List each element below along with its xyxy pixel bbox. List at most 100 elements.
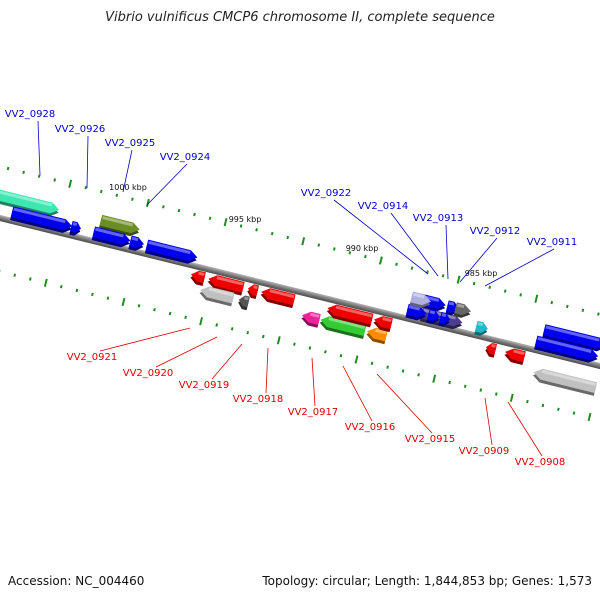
- gene-label-VV2_0913: VV2_0913: [413, 213, 464, 224]
- gene-VV2_0925: [98, 214, 140, 237]
- label-leader: [376, 373, 433, 434]
- tick-mark: [239, 224, 243, 228]
- label-leader: [155, 336, 218, 368]
- gene-label-VV2_0916: VV2_0916: [345, 422, 396, 433]
- gene-label-VV2_0912: VV2_0912: [470, 226, 521, 237]
- gene-feature: [247, 284, 260, 300]
- gene-feature: [409, 291, 432, 309]
- gene-feature: [532, 368, 598, 396]
- gene-label-VV2_0917: VV2_0917: [288, 407, 339, 418]
- tick-mark: [395, 262, 398, 266]
- label-leader: [146, 163, 188, 206]
- tick-mark: [22, 170, 25, 174]
- tick-mark: [410, 266, 414, 270]
- gene-label-VV2_0919: VV2_0919: [179, 380, 230, 391]
- tick-mark: [223, 217, 228, 227]
- scale-label: 985 kbp: [465, 269, 498, 278]
- tick-mark: [441, 274, 445, 278]
- tick-mark: [463, 384, 467, 388]
- tick-mark: [6, 166, 10, 171]
- gene-label-VV2_0911: VV2_0911: [527, 237, 578, 248]
- tick-mark: [255, 228, 258, 232]
- tick-mark: [115, 193, 119, 197]
- tick-mark: [448, 380, 452, 385]
- gene-feature: [438, 311, 451, 327]
- tick-mark: [208, 216, 212, 220]
- tick-mark: [28, 277, 32, 281]
- tick-mark: [534, 294, 539, 303]
- tick-mark: [581, 308, 585, 312]
- gene-feature: [91, 226, 131, 248]
- tick-mark: [270, 231, 274, 236]
- tick-mark: [91, 292, 94, 297]
- tick-mark: [75, 288, 79, 293]
- gene-label-VV2_0925: VV2_0925: [105, 138, 156, 149]
- tick-mark: [472, 281, 476, 286]
- tick-mark: [488, 285, 492, 289]
- tick-mark: [215, 323, 219, 327]
- label-leader: [311, 357, 316, 407]
- tick-mark: [370, 361, 374, 365]
- gene-VV2_0917: [301, 311, 321, 328]
- gene-features: [0, 187, 600, 396]
- label-leader: [99, 327, 191, 352]
- tick-mark: [417, 373, 420, 377]
- backbone-band: [0, 212, 600, 372]
- gene-labels: VV2_0928VV2_0926VV2_0925VV2_0924VV2_0922…: [5, 109, 578, 468]
- gene-label-VV2_0926: VV2_0926: [55, 124, 106, 135]
- tick-mark: [131, 197, 134, 201]
- label-leader: [507, 401, 543, 457]
- tick-mark: [354, 355, 359, 364]
- tick-mark: [168, 311, 172, 316]
- label-leader: [265, 347, 269, 394]
- tick-mark: [386, 365, 389, 369]
- gene-label-VV2_0924: VV2_0924: [160, 152, 211, 163]
- gene-feature: [128, 235, 144, 251]
- tick-mark: [153, 308, 156, 312]
- gene-feature: [190, 270, 206, 287]
- gene-label-VV2_0908: VV2_0908: [515, 457, 566, 468]
- label-leaders: [37, 120, 555, 457]
- tick-mark: [324, 350, 327, 354]
- gene-feature: [405, 303, 427, 321]
- gene-label-VV2_0909: VV2_0909: [459, 446, 510, 457]
- tick-mark: [59, 285, 63, 289]
- gene-label-VV2_0914: VV2_0914: [358, 201, 409, 212]
- tick-mark: [364, 254, 367, 259]
- gene-label-VV2_0918: VV2_0918: [233, 394, 284, 405]
- gene-label-VV2_0921: VV2_0921: [67, 352, 118, 363]
- tick-mark: [68, 179, 73, 188]
- scale-label: 1000 kbp: [109, 183, 147, 192]
- tick-mark: [378, 256, 383, 265]
- label-leader: [122, 149, 133, 193]
- backbone: [0, 212, 600, 372]
- tick-mark: [145, 198, 150, 208]
- gene-feature: [326, 304, 374, 328]
- gene-label-VV2_0920: VV2_0920: [123, 368, 174, 379]
- gene-VV2_0918: [260, 288, 296, 309]
- tick-mark: [193, 212, 196, 217]
- gene-feature: [373, 316, 393, 333]
- tick-mark: [137, 304, 141, 308]
- label-leader: [211, 343, 243, 380]
- tick-mark: [276, 336, 281, 345]
- gene-label-VV2_0928: VV2_0928: [5, 109, 56, 120]
- tick-mark: [509, 393, 514, 402]
- tick-mark: [557, 407, 560, 411]
- gene-VV2_0916: [319, 316, 367, 339]
- accession-text: Accession: NC_004460: [8, 574, 145, 588]
- tick-mark: [587, 412, 592, 422]
- tick-mark: [308, 346, 312, 350]
- tick-mark: [230, 327, 234, 331]
- tick-mark: [99, 189, 103, 194]
- label-leader: [390, 212, 439, 277]
- tick-mark: [13, 273, 17, 277]
- tick-mark: [401, 369, 405, 373]
- gene-VV2_0915: [366, 327, 388, 345]
- tick-mark: [37, 174, 41, 178]
- sequence-summary: Topology: circular; Length: 1,844,853 bp…: [262, 574, 592, 588]
- tick-mark: [0, 269, 1, 274]
- tick-mark: [339, 354, 343, 358]
